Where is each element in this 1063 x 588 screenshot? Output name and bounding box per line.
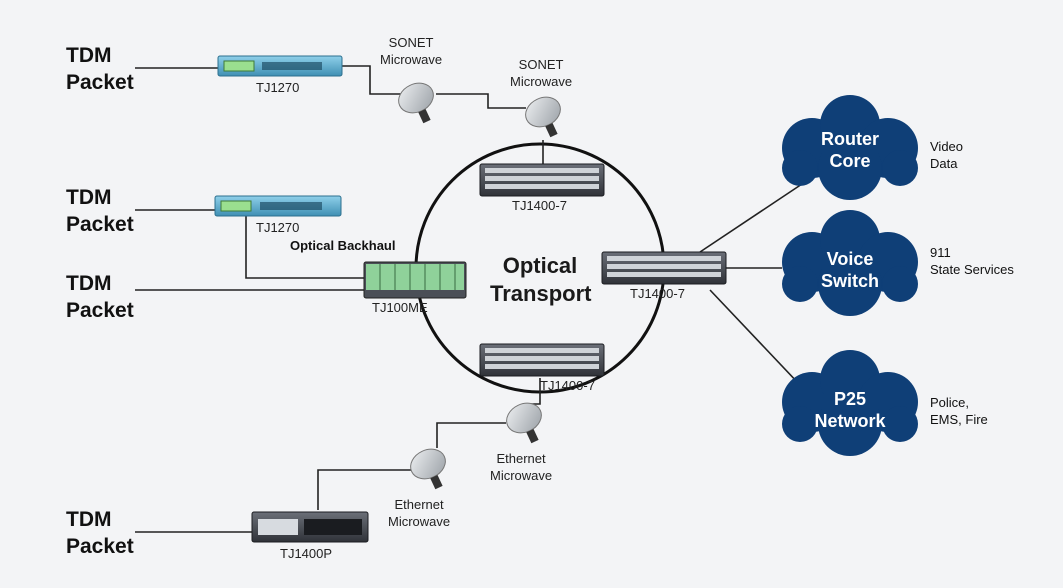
tj100me-device	[363, 261, 467, 299]
microwave-label-ethernet-1: Ethernet Microwave	[490, 451, 553, 483]
cloud-label-p25-network: P25 Network	[814, 389, 886, 431]
microwave-label-sonet-1: SONET Microwave	[380, 35, 443, 67]
endpoint-label-1: TDM Packet	[66, 44, 134, 94]
endpoint-label-2: TDM Packet	[66, 186, 134, 236]
service-label-p25-network: Police, EMS, Fire	[930, 395, 988, 427]
device-label-tj1400-top: TJ1400-7	[512, 198, 567, 213]
cloud-label-router-core: Router Core	[821, 129, 879, 171]
optical-backhaul-label: Optical Backhaul	[290, 238, 396, 253]
device-label-tj1400p: TJ1400P	[280, 546, 333, 561]
tj1400p-device	[251, 511, 369, 543]
voice-switch-cloud	[782, 210, 918, 316]
p25-network-cloud	[782, 350, 918, 456]
endpoint-label-3: TDM Packet	[66, 272, 134, 322]
device-label-tj1400-right: TJ1400-7	[630, 286, 685, 301]
router-core-cloud	[782, 95, 918, 200]
microwave-label-ethernet-2: Ethernet Microwave	[388, 497, 451, 529]
service-label-router-core: Video Data	[930, 139, 964, 171]
microwave-label-sonet-2: SONET Microwave	[510, 57, 573, 89]
service-label-voice-switch: 911 State Services	[930, 245, 1014, 277]
tj1270-top-device	[217, 55, 343, 77]
endpoint-label-4: TDM Packet	[66, 508, 134, 558]
device-label-tj1270-top: TJ1270	[256, 80, 300, 95]
ethernet-dish-1	[506, 402, 542, 444]
device-label-tj100me: TJ100ME	[372, 300, 428, 315]
device-label-tj1270-mid: TJ1270	[256, 220, 300, 235]
cloud-label-voice-switch: Voice Switch	[820, 249, 879, 291]
tj1400-bottom-device	[479, 343, 605, 377]
sonet-dish-1	[398, 82, 434, 124]
tj1400-top-device	[479, 163, 605, 197]
tj1270-mid-device	[214, 195, 342, 217]
device-label-tj1400-bottom: TJ1400-7	[540, 378, 595, 393]
ethernet-dish-2	[410, 448, 446, 490]
core-label: Optical Transport	[490, 253, 592, 306]
sonet-dish-2	[525, 96, 561, 138]
connection-lines	[135, 65, 809, 533]
tj1400-right-device	[601, 251, 727, 285]
